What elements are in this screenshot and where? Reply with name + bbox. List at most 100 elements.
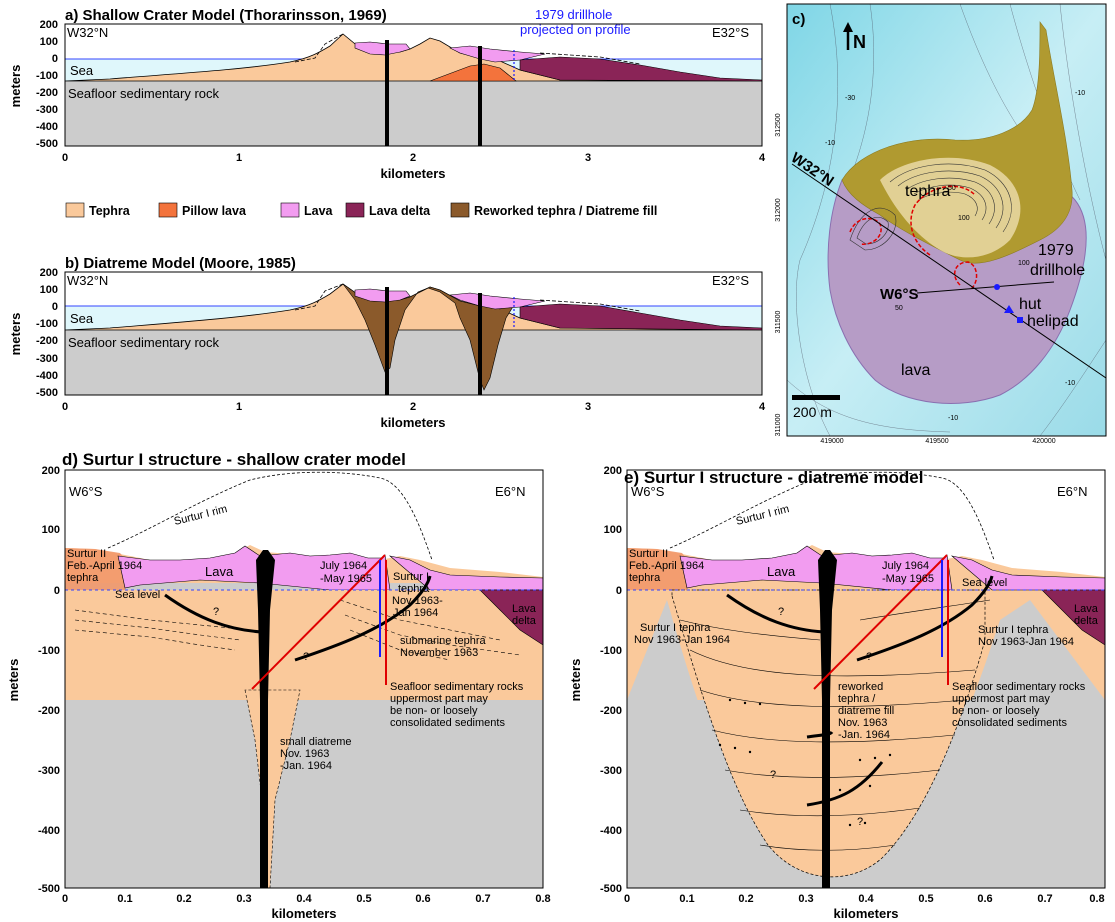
panel-d-lava-label: Lava <box>205 564 234 579</box>
map-contour-label-8: -10 <box>948 415 958 422</box>
panel-d-xtick-8: 0.8 <box>535 893 550 905</box>
panel-b-ytick-m300: -300 <box>36 353 58 365</box>
panel-e-sea-level: Sea level <box>962 577 1007 589</box>
panel-b-title: b) Diatreme Model (Moore, 1985) <box>65 255 296 272</box>
panel-e-xtick-2: 0.2 <box>738 893 753 905</box>
panel-b-lava-left <box>354 288 411 303</box>
panel-e-left-dir: W6°S <box>631 484 665 499</box>
panel-b-right-dir: E32°S <box>712 273 749 288</box>
legend-tephra: Tephra <box>89 204 131 218</box>
panel-d-july-2: -May 1965 <box>320 573 372 585</box>
panel-a-ytick-m500: -500 <box>36 138 58 150</box>
panel-d-small-1: small diatreme <box>280 736 352 748</box>
map-contour-label-7: 100 <box>1018 260 1030 267</box>
panel-a-drillhole-note-2: projected on profile <box>520 22 631 37</box>
panel-a-left-dir: W32°N <box>67 25 108 40</box>
panel-e-ytick-0: 0 <box>616 585 622 597</box>
panel-b-xtick-4: 4 <box>759 401 766 413</box>
panel-d-ytick-m500: -500 <box>38 883 60 895</box>
panel-d-xtick-0: 0 <box>62 893 68 905</box>
panel-e <box>626 469 1106 889</box>
map-profile-w32 <box>791 163 1106 379</box>
panel-a-ytick-m100: -100 <box>36 70 58 82</box>
panel-e-xtick-5: 0.5 <box>918 893 933 905</box>
panel-b-ytick-200: 200 <box>40 267 58 279</box>
panel-d-surtur1-2: tephra <box>398 583 430 595</box>
map-contour-label-4: 50 <box>948 185 956 192</box>
panel-d-title: d) Surtur I structure - shallow crater m… <box>62 450 406 469</box>
map-ycoord-1: 312500 <box>775 113 782 136</box>
panel-d-small-2: Nov. 1963 <box>280 748 329 760</box>
panel-d-sf-3: be non- or loosely <box>390 705 478 717</box>
panel-e-right-tephra-1: Surtur I tephra <box>978 624 1049 636</box>
panel-e-xtick-3: 0.3 <box>798 893 813 905</box>
panel-d-ytick-0: 0 <box>54 585 60 597</box>
panel-d-q2: ? <box>303 651 309 663</box>
panel-e-july-1: July 1964 <box>882 560 929 572</box>
panel-e-left-tephra-2: Nov 1963-Jan 1964 <box>634 634 730 646</box>
panel-d-ytick-m300: -300 <box>38 765 60 777</box>
panel-d-left-dir: W6°S <box>69 484 103 499</box>
panel-d-lava-delta-1: Lava <box>512 603 537 615</box>
panel-e-ytick-100: 100 <box>604 524 622 536</box>
panel-d-xtick-7: 0.7 <box>475 893 490 905</box>
panel-b-ytick-0: 0 <box>52 301 58 313</box>
panel-a-ytick-100: 100 <box>40 36 58 48</box>
map-ycoord-2: 312000 <box>775 198 782 221</box>
map-helipad-label: helipad <box>1027 313 1079 330</box>
panel-d-xtick-2: 0.2 <box>176 893 191 905</box>
panel-d-q1: ? <box>213 606 219 618</box>
panel-e-xtick-7: 0.7 <box>1037 893 1052 905</box>
panel-b-left-dir: W32°N <box>67 273 108 288</box>
panel-a-right-dir: E32°S <box>712 25 749 40</box>
map-xcoord-3: 420000 <box>1032 438 1055 445</box>
panel-b-xtick-1: 1 <box>236 401 242 413</box>
panel-d-xlabel: kilometers <box>271 906 336 921</box>
panel-b-ylabel: meters <box>8 313 23 356</box>
panel-d-july-1: July 1964 <box>320 560 367 572</box>
panel-b-ytick-m500: -500 <box>36 387 58 399</box>
panel-e-conduit <box>818 550 837 888</box>
panel-e-rew-1: reworked <box>838 681 883 693</box>
legend-pillow-lava: Pillow lava <box>182 204 247 218</box>
panel-e-rew-5: -Jan. 1964 <box>838 729 890 741</box>
panel-b-xtick-2: 2 <box>410 401 416 413</box>
panel-a-xtick-3: 3 <box>585 152 591 164</box>
panel-d-lower-tephra <box>65 590 543 700</box>
panel-e-xtick-1: 0.1 <box>679 893 694 905</box>
panel-a-title: a) Shallow Crater Model (Thorarinsson, 1… <box>65 7 387 24</box>
panel-b-lava-delta <box>519 303 763 331</box>
panel-b-ytick-100: 100 <box>40 284 58 296</box>
panel-b <box>64 271 763 396</box>
panel-e-lava-delta <box>1041 589 1106 646</box>
panel-e-sf-3: be non- or loosely <box>952 705 1040 717</box>
panel-e-q2: ? <box>866 651 872 663</box>
panel-d-sf-1: Seafloor sedimentary rocks <box>390 681 524 693</box>
panel-a-seafloor <box>65 81 762 146</box>
panel-e-ylabel: meters <box>568 659 583 702</box>
panel-e-rew-2: tephra / <box>838 693 876 705</box>
panel-d-sf-2: uppermost part may <box>390 693 488 705</box>
panel-a-ytick-m400: -400 <box>36 121 58 133</box>
map-contour-label-5: 100 <box>958 215 970 222</box>
map-xcoord-1: 419000 <box>820 438 843 445</box>
panel-d-sf-4: consolidated sediments <box>390 717 505 729</box>
panel-e-q1: ? <box>778 606 784 618</box>
panel-e-ytick-m200: -200 <box>600 705 622 717</box>
panel-e-lava-delta-1: Lava <box>1074 603 1099 615</box>
panel-e-right-dir: E6°N <box>1057 484 1088 499</box>
map-scale-label: 200 m <box>793 404 832 420</box>
panel-a-ytick-m200: -200 <box>36 87 58 99</box>
panel-d-ytick-200: 200 <box>42 465 60 477</box>
panel-e-sf-1: Seafloor sedimentary rocks <box>952 681 1086 693</box>
panel-d-rim <box>107 471 433 561</box>
panel-a-lava-left <box>354 41 411 56</box>
panel-b-xlabel: kilometers <box>380 415 445 430</box>
panel-b-ytick-m100: -100 <box>36 318 58 330</box>
map-contour-label-1: -30 <box>845 95 855 102</box>
panel-e-july-2: -May 1965 <box>882 573 934 585</box>
panel-a-xtick-4: 4 <box>759 152 766 164</box>
panel-e-title: e) Surtur I structure - diatreme model <box>624 468 923 487</box>
panel-d-surtur1-3: Nov 1963- <box>392 595 443 607</box>
panel-e-lava-delta-2: delta <box>1074 615 1099 627</box>
